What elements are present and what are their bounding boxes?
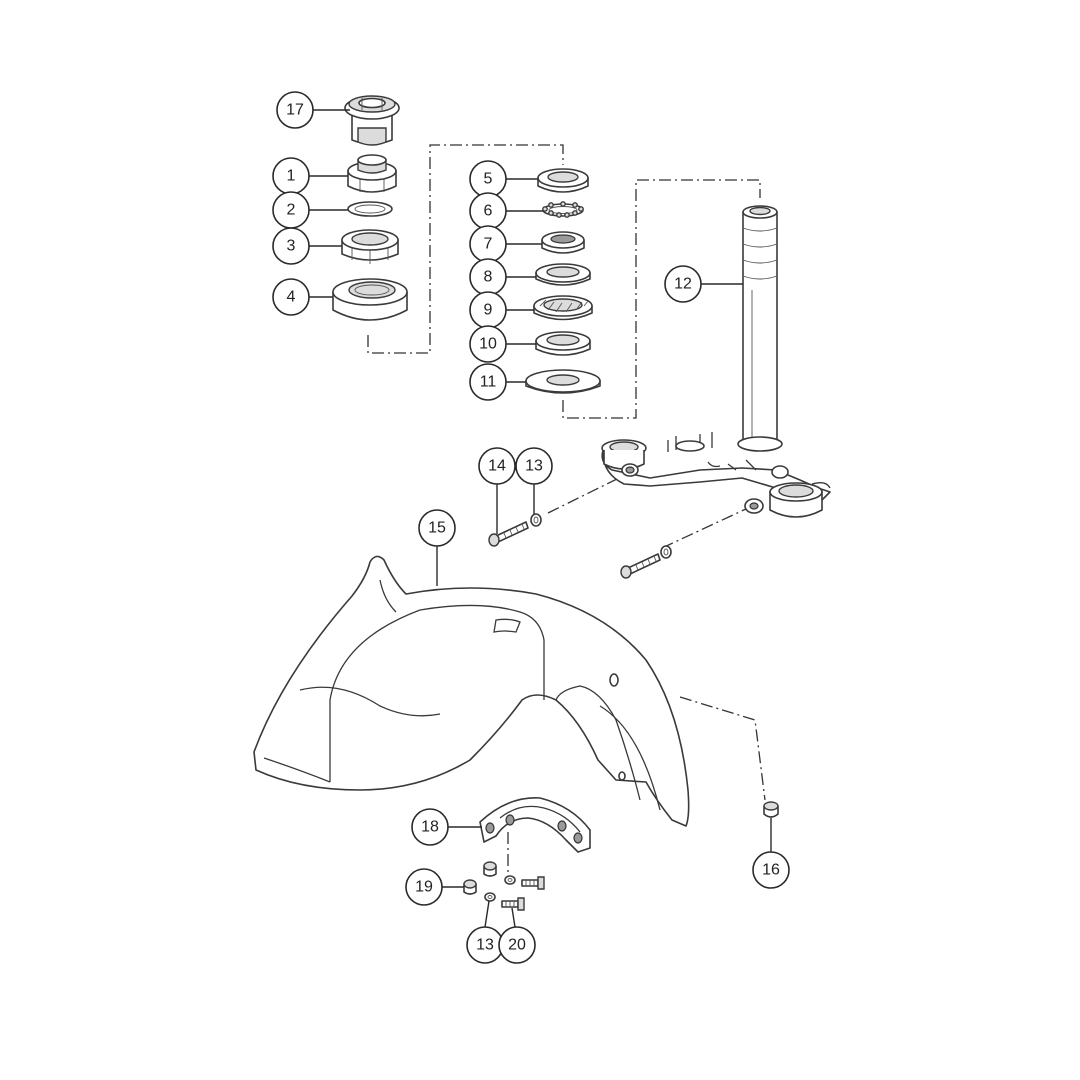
part-10-lower-race xyxy=(535,331,591,356)
callout-label: 18 xyxy=(421,819,439,836)
part-6-ball-ring xyxy=(542,201,584,218)
callout-label: 13 xyxy=(476,937,494,954)
part-7-inner-race xyxy=(541,231,585,254)
part-4-dust-seal xyxy=(332,278,408,321)
callout-label: 17 xyxy=(286,102,304,119)
callout-label: 12 xyxy=(674,276,692,293)
part-13-washer-lower-b xyxy=(504,875,516,885)
part-16-grommet xyxy=(763,801,779,818)
part-5-race-cover xyxy=(537,168,589,193)
callout-14: 14 xyxy=(478,447,516,485)
part-13-washer-lower xyxy=(484,892,496,902)
callout-5: 5 xyxy=(469,160,507,198)
part-3-adjusting-nut xyxy=(341,229,399,264)
callout-label: 5 xyxy=(484,171,493,188)
callout-8: 8 xyxy=(469,258,507,296)
callout-1: 1 xyxy=(272,157,310,195)
callout-20: 20 xyxy=(498,926,536,964)
callout-label: 4 xyxy=(287,289,296,306)
callout-label: 13 xyxy=(525,458,543,475)
assembly-guide-lines xyxy=(367,144,766,873)
callout-label: 10 xyxy=(479,336,497,353)
callout-label: 14 xyxy=(488,458,506,475)
part-8-outer-race xyxy=(535,263,591,286)
callout-17: 17 xyxy=(276,91,314,129)
callout-label: 3 xyxy=(287,238,296,255)
callout-4: 4 xyxy=(272,278,310,316)
callout-7: 7 xyxy=(469,225,507,263)
part-11-dust-washer xyxy=(525,369,601,394)
callout-10: 10 xyxy=(469,325,507,363)
callout-label: 11 xyxy=(480,374,497,391)
part-20-bolt-upper xyxy=(521,876,545,890)
part-17-stem-cap xyxy=(344,95,400,146)
part-20-bolt xyxy=(501,897,525,911)
callout-label: 19 xyxy=(415,879,433,896)
callout-13-lower: 13 xyxy=(466,926,504,964)
callout-11: 11 xyxy=(469,363,507,401)
callout-15: 15 xyxy=(418,509,456,547)
callout-13-upper: 13 xyxy=(515,447,553,485)
callout-19: 19 xyxy=(405,868,443,906)
part-19-nut xyxy=(463,879,477,895)
part-1-nut xyxy=(347,154,397,193)
part-12-steering-stem xyxy=(601,205,831,518)
callout-label: 1 xyxy=(287,168,296,185)
part-2-washer xyxy=(347,201,393,217)
leader-lines xyxy=(309,109,772,928)
callout-label: 16 xyxy=(762,862,780,879)
part-18-fender-bracket xyxy=(479,797,591,853)
callout-6: 6 xyxy=(469,192,507,230)
callout-label: 6 xyxy=(484,203,493,220)
part-9-bearing xyxy=(533,295,593,321)
callout-label: 8 xyxy=(484,269,493,286)
callout-18: 18 xyxy=(411,808,449,846)
callout-2: 2 xyxy=(272,191,310,229)
part-19-nut-upper xyxy=(483,861,497,877)
callout-label: 7 xyxy=(484,236,493,253)
part-13-washer-upper xyxy=(530,513,542,527)
callout-label: 9 xyxy=(484,302,493,319)
callout-label: 20 xyxy=(508,937,526,954)
callout-3: 3 xyxy=(272,227,310,265)
callout-16: 16 xyxy=(752,851,790,889)
callout-9: 9 xyxy=(469,291,507,329)
callout-12: 12 xyxy=(664,265,702,303)
part-15-front-fender xyxy=(253,555,690,827)
part-14-bolt-upper xyxy=(488,521,529,547)
callout-label: 15 xyxy=(428,520,446,537)
bolt-lower-clamp xyxy=(620,545,672,579)
callout-label: 2 xyxy=(287,202,296,219)
